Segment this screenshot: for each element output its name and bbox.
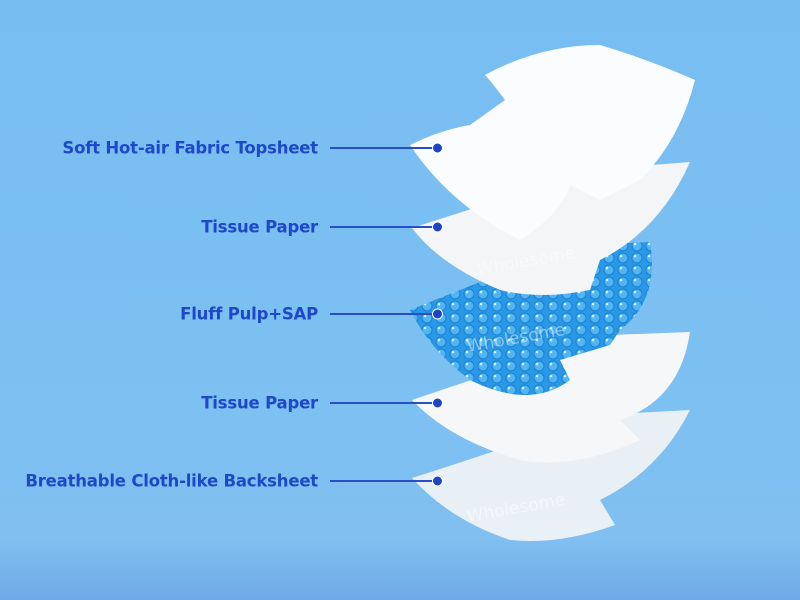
tissue-paper-upper-layer [412, 162, 690, 295]
layer-label-backsheet: Breathable Cloth-like Backsheet [25, 471, 318, 491]
tissue-paper-lower-layer [412, 332, 690, 463]
pointer-dot [432, 221, 443, 233]
pointer-dot [432, 397, 443, 409]
leader-line [330, 313, 438, 315]
pointer-dot [432, 142, 443, 154]
layer-label-tissue-lower: Tissue Paper [201, 393, 318, 413]
layer-label-tissue-upper: Tissue Paper [201, 217, 318, 237]
leader-line [330, 402, 438, 404]
leader-line [330, 226, 438, 228]
pointer-dot [432, 308, 443, 320]
layer-label-fluff-sap: Fluff Pulp+SAP [180, 304, 318, 324]
layer-label-topsheet: Soft Hot-air Fabric Topsheet [62, 138, 318, 158]
topsheet-layer [410, 45, 695, 240]
leader-line [330, 480, 438, 482]
pointer-dot [432, 475, 443, 487]
leader-line [330, 147, 438, 149]
